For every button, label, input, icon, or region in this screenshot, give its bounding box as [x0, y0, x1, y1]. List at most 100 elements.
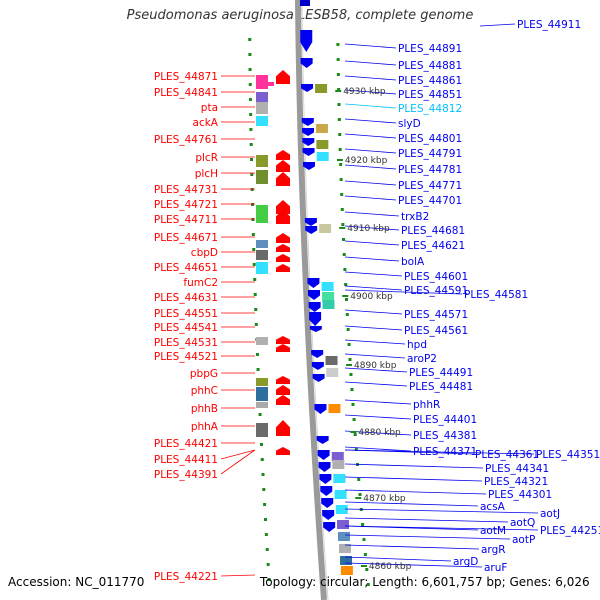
gene-arrow[interactable]: [323, 522, 336, 532]
gene-label-left[interactable]: PLES_44871: [154, 71, 218, 83]
gene-arrow[interactable]: [321, 498, 334, 508]
gene-arrow[interactable]: [276, 344, 290, 352]
gene-label-right[interactable]: PLES_44621: [401, 240, 465, 252]
gene-label-left[interactable]: PLES_44551: [154, 308, 218, 320]
gene-label-left[interactable]: phhC: [191, 385, 218, 397]
gene-arrow[interactable]: [276, 233, 290, 243]
gene-label-right[interactable]: PLES_44571: [404, 309, 468, 321]
gene-block[interactable]: [335, 505, 348, 514]
gene-arrow[interactable]: [322, 510, 335, 520]
gene-label-right[interactable]: PLES_44341: [485, 463, 549, 475]
gene-label-right[interactable]: PLES_44581: [464, 289, 528, 301]
gene-arrow[interactable]: [304, 218, 317, 226]
gene-arrow[interactable]: [276, 254, 290, 262]
gene-arrow[interactable]: [311, 350, 324, 358]
gene-label-right[interactable]: PLES_44891: [398, 43, 462, 55]
gene-label-left[interactable]: pta: [201, 102, 218, 114]
gene-label-left[interactable]: cbpD: [191, 247, 218, 259]
gene-block[interactable]: [332, 460, 345, 469]
gene-arrow[interactable]: [301, 84, 314, 92]
gene-label-left[interactable]: plcR: [195, 152, 218, 164]
gene-block[interactable]: [331, 452, 344, 461]
gene-label-right[interactable]: phhR: [413, 399, 440, 411]
gene-arrow[interactable]: [276, 395, 290, 405]
gene-label-right[interactable]: aotQ: [510, 517, 535, 529]
gene-arrow[interactable]: [319, 474, 332, 484]
gene-label-left[interactable]: fumC2: [183, 277, 218, 289]
gene-arrow[interactable]: [302, 162, 315, 170]
gene-label-right[interactable]: aotJ: [540, 508, 560, 520]
gene-block[interactable]: [322, 292, 335, 301]
gene-block[interactable]: [256, 92, 268, 102]
gene-block[interactable]: [326, 368, 339, 377]
gene-block[interactable]: [315, 124, 328, 133]
gene-label-left[interactable]: PLES_44521: [154, 351, 218, 363]
gene-label-right[interactable]: PLES_44481: [409, 381, 473, 393]
gene-arrow[interactable]: [276, 447, 290, 455]
gene-label-right[interactable]: PLES_44861: [398, 75, 462, 87]
gene-block[interactable]: [315, 84, 328, 93]
gene-label-right[interactable]: PLES_44881: [398, 60, 462, 72]
gene-arrow[interactable]: [309, 326, 322, 332]
gene-block[interactable]: [340, 566, 353, 575]
gene-label-right[interactable]: PLES_44321: [484, 476, 548, 488]
gene-label-right[interactable]: PLES_44812: [398, 103, 462, 115]
gene-label-right[interactable]: PLES_44851: [398, 89, 462, 101]
gene-label-left[interactable]: PLES_44411: [154, 454, 218, 466]
gene-arrow[interactable]: [317, 450, 330, 460]
gene-arrow[interactable]: [300, 30, 313, 52]
gene-block[interactable]: [321, 282, 334, 291]
gene-label-right[interactable]: PLES_44801: [398, 133, 462, 145]
gene-label-right[interactable]: PLES_44591: [404, 285, 468, 297]
gene-label-right[interactable]: trxB2: [401, 211, 429, 223]
gene-arrow[interactable]: [314, 404, 327, 414]
gene-label-right[interactable]: PLES_44771: [398, 180, 462, 192]
gene-label-right[interactable]: argR: [481, 544, 506, 556]
gene-label-left[interactable]: PLES_44421: [154, 438, 218, 450]
gene-label-right[interactable]: PLES_44351: [536, 449, 600, 461]
gene-block[interactable]: [256, 205, 268, 223]
gene-arrow[interactable]: [276, 420, 290, 436]
gene-block[interactable]: [333, 474, 346, 483]
gene-arrow[interactable]: [276, 336, 290, 344]
gene-label-right[interactable]: PLES_44401: [413, 414, 477, 426]
gene-block[interactable]: [336, 520, 349, 529]
gene-arrow[interactable]: [320, 486, 333, 496]
top-gene-marker[interactable]: [300, 0, 310, 6]
gene-arrow[interactable]: [276, 70, 290, 84]
gene-label-right[interactable]: PLES_44371: [413, 446, 477, 458]
gene-arrow[interactable]: [276, 210, 290, 224]
gene-label-left[interactable]: PLES_44731: [154, 184, 218, 196]
gene-arrow[interactable]: [308, 290, 321, 300]
gene-label-right[interactable]: acsA: [480, 501, 506, 513]
gene-arrow[interactable]: [301, 118, 314, 126]
gene-block[interactable]: [256, 250, 268, 260]
gene-arrow[interactable]: [276, 244, 290, 252]
gene-arrow[interactable]: [308, 302, 321, 312]
gene-block[interactable]: [256, 423, 268, 437]
gene-label-left[interactable]: PLES_44651: [154, 262, 218, 274]
gene-arrow[interactable]: [276, 385, 290, 395]
gene-arrow[interactable]: [276, 200, 290, 214]
gene-arrow[interactable]: [276, 160, 290, 172]
gene-block[interactable]: [256, 337, 268, 345]
gene-arrow[interactable]: [305, 226, 318, 234]
gene-block[interactable]: [256, 116, 268, 126]
gene-label-right[interactable]: aotM: [480, 525, 506, 537]
gene-label-right[interactable]: PLES_44381: [413, 430, 477, 442]
gene-block[interactable]: [256, 378, 268, 386]
gene-block[interactable]: [337, 532, 350, 541]
gene-label-left[interactable]: PLES_44541: [154, 322, 218, 334]
gene-label-left[interactable]: PLES_44221: [154, 571, 218, 583]
gene-block[interactable]: [325, 356, 338, 365]
gene-arrow[interactable]: [302, 148, 315, 156]
gene-label-right[interactable]: aroP2: [407, 353, 437, 365]
gene-arrow[interactable]: [302, 138, 315, 146]
gene-label-left[interactable]: plcH: [195, 168, 218, 180]
gene-arrow[interactable]: [276, 172, 290, 186]
gene-block[interactable]: [322, 300, 335, 309]
gene-arrow[interactable]: [276, 264, 290, 272]
gene-block[interactable]: [338, 544, 351, 553]
gene-arrow[interactable]: [309, 312, 322, 326]
gene-arrow[interactable]: [302, 128, 315, 136]
